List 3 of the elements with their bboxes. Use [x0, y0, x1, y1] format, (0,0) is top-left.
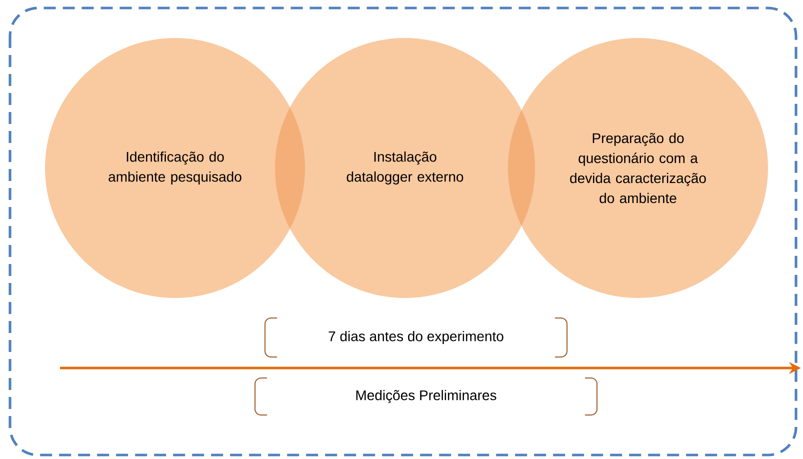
- bracket-label: 7 dias antes do experimento: [264, 318, 568, 358]
- bracket-label: Medições Preliminares: [254, 378, 598, 416]
- node-label: Instalação datalogger externo: [346, 151, 464, 185]
